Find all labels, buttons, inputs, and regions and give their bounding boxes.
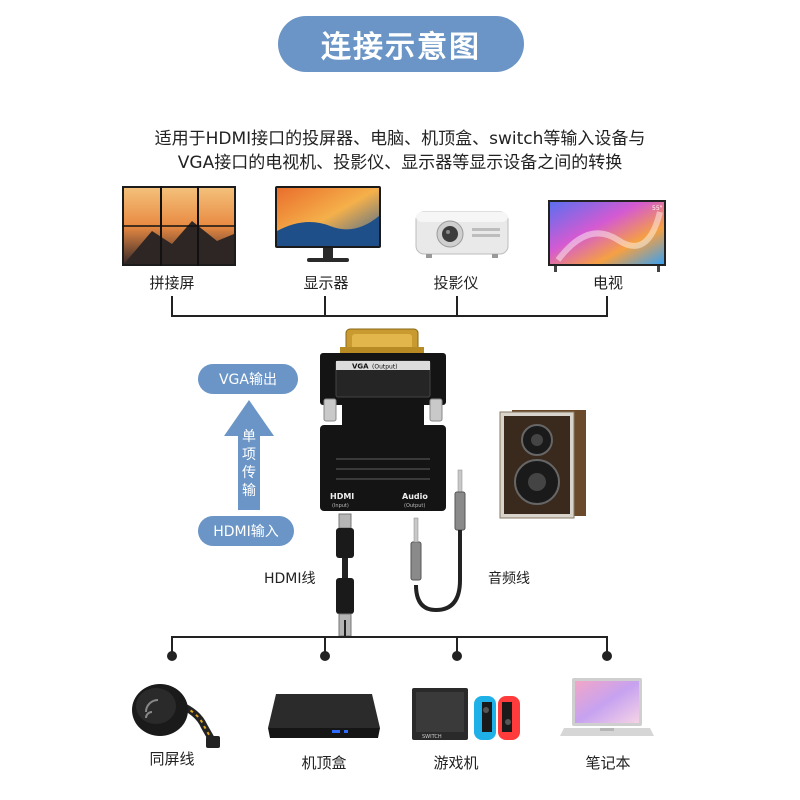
connector-line <box>324 296 326 316</box>
connector-line <box>344 620 346 637</box>
audio-cable-label: 音频线 <box>488 568 530 588</box>
connector-line <box>456 296 458 316</box>
connector-line <box>171 296 173 316</box>
tv-size-badge: 55" <box>652 205 663 212</box>
direction-char: 输 <box>237 482 261 500</box>
input-label-set-top-box: 机顶盒 <box>264 752 384 773</box>
adapter-vga-sublabel: (Output) <box>372 364 398 371</box>
direction-char: 单 <box>237 428 261 446</box>
output-label-projector: 投影仪 <box>396 272 516 293</box>
direction-char: 项 <box>237 446 261 464</box>
output-label-monitor: 显示器 <box>266 272 386 293</box>
connector-dot <box>167 651 177 661</box>
output-bus-line <box>171 315 608 317</box>
input-label-laptop: 笔记本 <box>548 752 668 773</box>
connector-dot <box>602 651 612 661</box>
tv-icon: 55" <box>548 200 666 274</box>
laptop-icon <box>560 676 654 742</box>
diagram-title: 连接示意图 <box>278 16 524 72</box>
output-label-splice-screen: 拼接屏 <box>112 272 232 293</box>
monitor-icon <box>275 186 381 266</box>
hdmi-cable-label: HDMI线 <box>264 568 316 588</box>
projector-icon <box>414 206 510 260</box>
adapter-hdmi-label: HDMI <box>330 492 354 501</box>
vga-output-pill: VGA输出 <box>198 364 298 394</box>
set-top-box-icon <box>266 688 382 744</box>
input-bus-line <box>171 636 608 638</box>
direction-text: 单 项 传 输 <box>237 428 261 500</box>
hdmi-input-pill: HDMI输入 <box>198 516 294 546</box>
speaker-icon <box>500 410 586 520</box>
description-line-2: VGA接口的电视机、投影仪、显示器等显示设备之间的转换 <box>100 148 700 173</box>
audio-cable-icon <box>406 470 476 620</box>
game-console-icon: SWITCH <box>402 682 528 746</box>
adapter-vga-label: VGA <box>352 363 369 371</box>
input-label-game-console: 游戏机 <box>396 752 516 773</box>
direction-char: 传 <box>237 464 261 482</box>
splice-screen-icon <box>122 186 236 266</box>
output-label-tv: 电视 <box>548 272 668 293</box>
connector-line <box>606 296 608 316</box>
connector-dot <box>452 651 462 661</box>
input-label-cast: 同屏线 <box>112 748 232 769</box>
description-line-1: 适用于HDMI接口的投屏器、电脑、机顶盒、switch等输入设备与 <box>100 124 700 149</box>
connector-dot <box>320 651 330 661</box>
adapter-hdmi-sublabel: (Input) <box>332 503 349 509</box>
switch-logo: SWITCH <box>422 734 442 740</box>
cast-dongle-icon <box>128 672 228 752</box>
